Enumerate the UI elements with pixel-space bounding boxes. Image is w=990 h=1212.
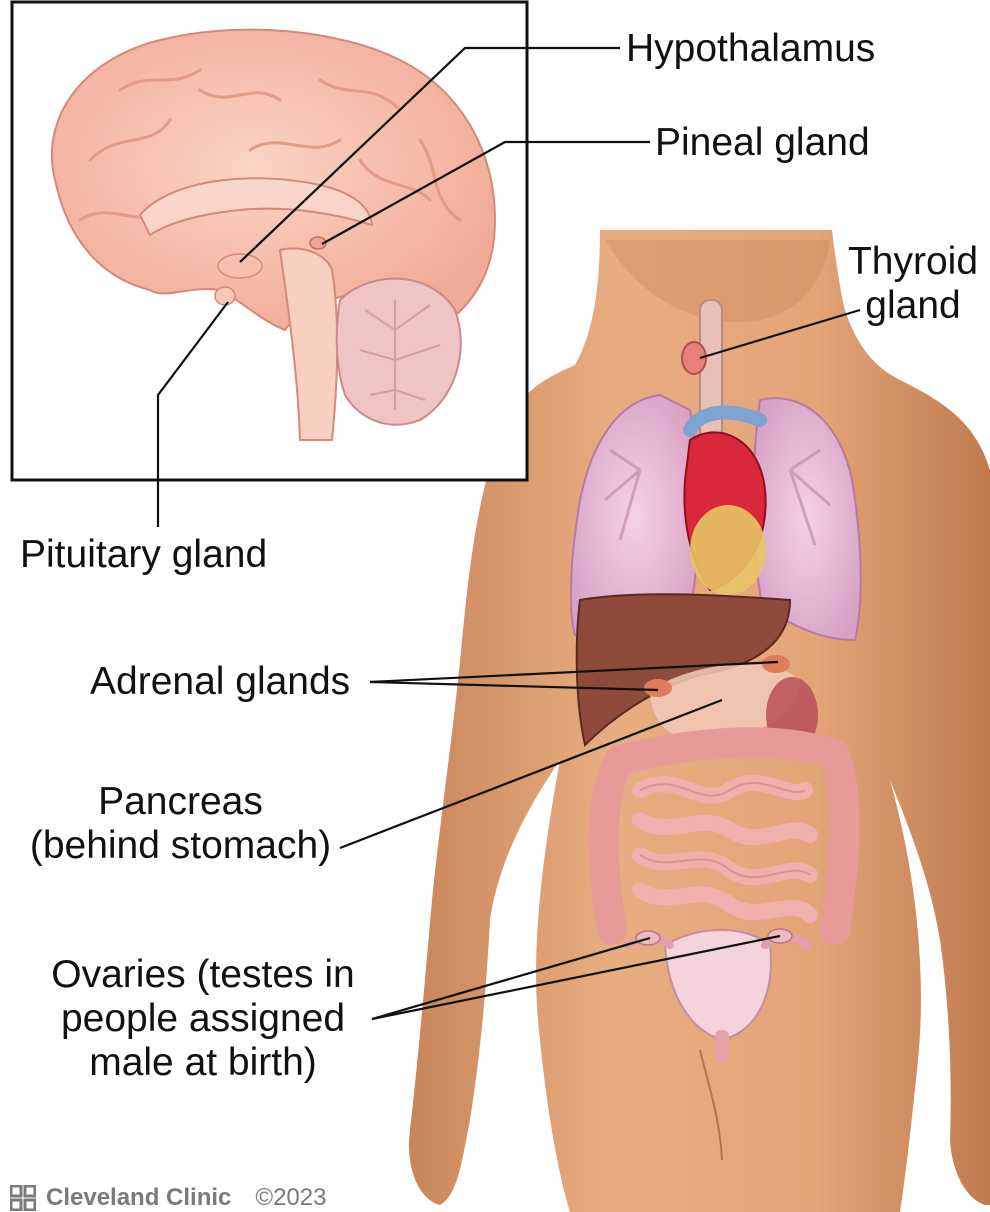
footer-credit: Cleveland Clinic ©2023 [10,1184,326,1212]
label-pineal-gland: Pineal gland [655,121,870,165]
heart [684,432,766,595]
pituitary-organ [215,287,235,305]
label-ovaries: Ovaries (testes in people assigned male … [28,953,378,1085]
label-pancreas: Pancreas (behind stomach) [8,780,353,868]
brain-inset [12,2,527,480]
heart-fat [690,505,766,595]
adrenal-gland-right [762,655,790,673]
adrenal-gland-left [644,679,672,697]
label-pituitary-gland: Pituitary gland [20,533,267,577]
label-thyroid-line2: gland [838,284,988,328]
label-ovaries-line3: male at birth) [28,1041,378,1085]
label-adrenal-glands: Adrenal glands [90,660,350,704]
footer-brand-name: Cleveland Clinic [46,1184,231,1212]
cleveland-clinic-logo-icon [10,1185,36,1211]
footer-copyright: ©2023 [255,1184,326,1212]
label-ovaries-line2: people assigned [28,997,378,1041]
label-ovaries-line1: Ovaries (testes in [28,953,378,997]
label-thyroid-gland: Thyroid gland [838,240,988,328]
label-thyroid-line1: Thyroid [838,240,988,284]
hypothalamus-organ [218,254,262,278]
label-pancreas-line1: Pancreas [8,780,353,824]
vagina [715,1030,729,1062]
label-pancreas-line2: (behind stomach) [8,824,353,868]
label-hypothalamus: Hypothalamus [626,27,875,71]
